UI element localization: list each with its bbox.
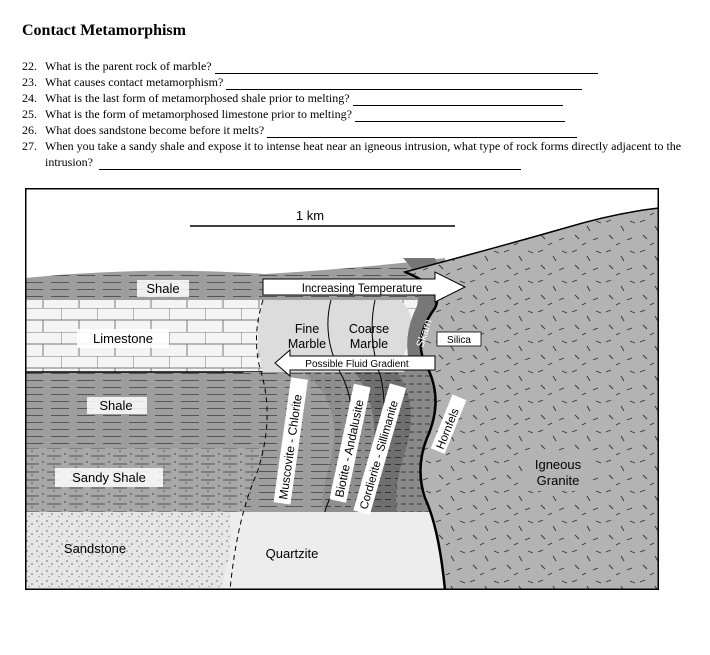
igneous-granite [402, 207, 659, 590]
question-text: When you take a sandy shale and expose i… [45, 139, 682, 169]
question-25: 25. What is the form of metamorphosed li… [22, 106, 672, 122]
question-26: 26. What does sandstone become before it… [22, 122, 672, 138]
question-24: 24. What is the last form of metamorphos… [22, 90, 672, 106]
quartzite-zone [220, 512, 445, 590]
intrusion-contact [404, 270, 447, 590]
label-fine-marble: Fine [295, 322, 319, 336]
temperature-label: Increasing Temperature [302, 283, 423, 295]
label-granite: Granite [537, 473, 580, 488]
answer-line-26[interactable] [267, 124, 578, 138]
silica-box [436, 331, 482, 347]
fluid-gradient-arrow [274, 348, 436, 378]
label-quartzite: Quartzite [266, 546, 319, 561]
question-22: 22. What is the parent rock of marble? [22, 58, 672, 74]
label-fine-marble-2: Marble [288, 337, 326, 351]
question-27: 27. When you take a sandy shale and expos… [22, 138, 685, 170]
question-text: What is the form of metamorphosed limest… [45, 107, 352, 121]
label-sandstone: Sandstone [64, 541, 126, 556]
marble-zone [258, 300, 413, 372]
label-backdrop [55, 468, 163, 487]
answer-line-22[interactable] [214, 60, 598, 74]
temperature-arrow [262, 271, 467, 303]
aureole-boundary [229, 299, 268, 590]
question-number: 24. [22, 91, 37, 105]
label-silica: Silica [447, 335, 471, 346]
answer-line-23[interactable] [226, 76, 583, 90]
question-number: 26. [22, 123, 37, 137]
label-shale-mid: Shale [99, 398, 132, 413]
question-number: 27. [22, 139, 37, 153]
label-coarse-marble-2: Marble [350, 337, 388, 351]
question-number: 25. [22, 107, 37, 121]
fluid-gradient-label: Possible Fluid Gradient [305, 359, 409, 370]
answer-line-27[interactable] [99, 156, 521, 170]
label-backdrop [329, 383, 371, 503]
label-igneous: Igneous [535, 457, 582, 472]
label-sandy-shale: Sandy Shale [72, 470, 146, 485]
question-23: 23. What causes contact metamorphism? [22, 74, 672, 90]
answer-line-24[interactable] [352, 92, 563, 106]
question-number: 22. [22, 59, 37, 73]
scale-label: 1 km [296, 208, 324, 223]
contact-metamorphism-diagram: 1 km Increasing Temperature Possible Flu… [25, 188, 659, 590]
label-backdrop [87, 397, 147, 414]
label-limestone: Limestone [93, 331, 153, 346]
question-list: 22. What is the parent rock of marble? 2… [22, 58, 681, 170]
label-backdrop [273, 377, 308, 505]
label-backdrop [525, 453, 591, 491]
question-text: What is the last form of metamorphosed s… [45, 91, 350, 105]
diagram-frame [25, 188, 659, 590]
page-title: Contact Metamorphism [22, 22, 186, 39]
label-backdrop [77, 329, 169, 348]
question-text: What is the parent rock of marble? [45, 59, 212, 73]
answer-line-25[interactable] [354, 108, 565, 122]
label-shale-top: Shale [146, 281, 179, 296]
label-backdrop [137, 280, 189, 297]
label-backdrop [353, 383, 407, 515]
question-text: What does sandstone become before it mel… [45, 123, 265, 137]
question-number: 23. [22, 75, 37, 89]
label-coarse-marble: Coarse [349, 322, 389, 336]
question-text: What causes contact metamorphism? [45, 75, 224, 89]
label-backdrop [430, 394, 467, 454]
